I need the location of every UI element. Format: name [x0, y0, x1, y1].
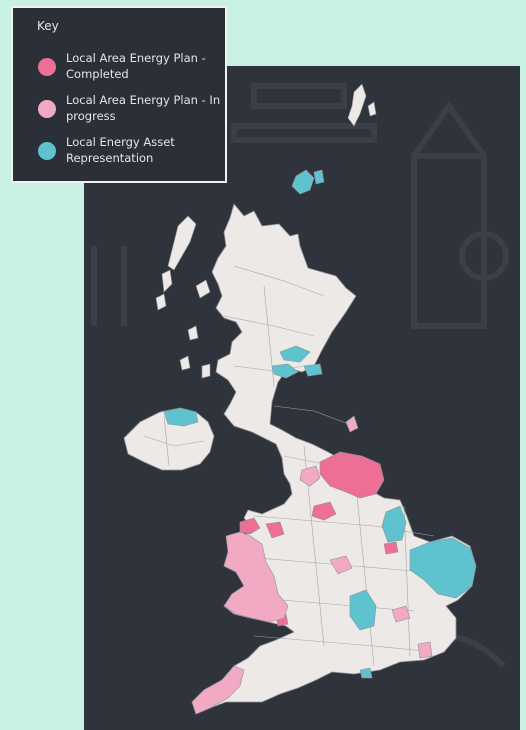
- legend-item-asset-representation: Local Energy Asset Representation: [37, 134, 227, 170]
- asset-representation-swatch: [38, 142, 56, 160]
- legend-label-in-progress: Local Area Energy Plan - In progress: [66, 93, 221, 123]
- in-progress-swatch: [38, 100, 56, 118]
- legend-label-completed: Local Area Energy Plan - Completed: [66, 51, 206, 81]
- uk-map: [91, 83, 509, 715]
- legend-label-asset-representation: Local Energy Asset Representation: [66, 135, 175, 165]
- northern-isles: [291, 83, 377, 195]
- legend-item-in-progress: Local Area Energy Plan - In progress: [37, 92, 227, 128]
- completed-swatch: [38, 58, 56, 76]
- asset-representation-regions: [163, 345, 477, 679]
- background-decoration: [91, 83, 509, 669]
- map-legend: Key Local Area Energy Plan - Completed L…: [11, 6, 227, 183]
- completed-regions: [239, 451, 399, 627]
- western-isles: [155, 215, 211, 379]
- in-progress-regions: [191, 415, 433, 715]
- legend-item-completed: Local Area Energy Plan - Completed: [37, 50, 227, 86]
- uk-map-panel: [84, 66, 520, 730]
- legend-title: Key: [37, 19, 59, 33]
